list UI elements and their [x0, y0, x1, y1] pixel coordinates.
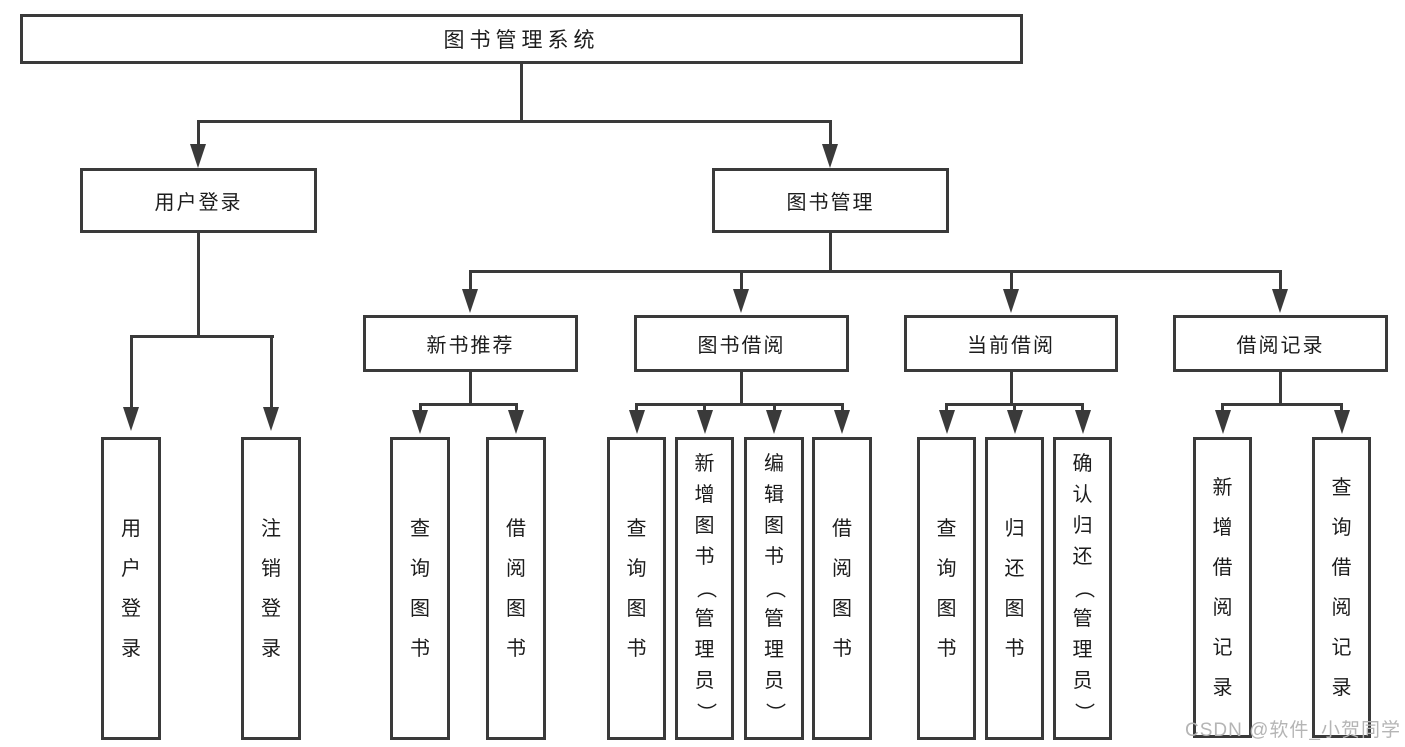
connector-line — [1010, 270, 1013, 290]
connector-line — [635, 403, 638, 414]
leaf-confirm-return-admin-label: 确认归还（管理员） — [1072, 453, 1094, 723]
connector-line — [270, 335, 273, 408]
leaf-return-book: 归还图书 — [985, 437, 1044, 740]
connector-line — [1279, 270, 1282, 290]
connector-line — [130, 335, 133, 408]
arrow-down-icon — [766, 410, 782, 434]
arrow-down-icon — [1075, 410, 1091, 434]
leaf-user-login-label: 用户登录 — [121, 517, 141, 660]
connector-line — [520, 64, 523, 122]
connector-line — [419, 403, 518, 406]
leaf-query-books-current-label: 查询图书 — [936, 517, 957, 660]
node-library-system-label: 图书管理系统 — [443, 29, 600, 52]
connector-line — [469, 270, 472, 290]
leaf-add-borrow-record: 新增借阅记录 — [1193, 437, 1252, 738]
arrow-down-icon — [1334, 410, 1350, 434]
node-borrow-record-label: 借阅记录 — [1236, 335, 1325, 357]
leaf-query-books-borrow: 查询图书 — [607, 437, 666, 740]
arrow-down-icon — [508, 410, 524, 434]
leaf-borrow-books-recommend: 借阅图书 — [486, 437, 546, 740]
node-library-system: 图书管理系统 — [20, 14, 1023, 64]
arrow-down-icon — [834, 410, 850, 434]
connector-line — [469, 270, 1281, 273]
leaf-query-books-current: 查询图书 — [917, 437, 976, 740]
connector-line — [197, 120, 832, 123]
arrow-down-icon — [822, 144, 838, 168]
connector-line — [469, 372, 472, 405]
leaf-query-books-recommend-label: 查询图书 — [410, 517, 430, 660]
connector-line — [740, 372, 743, 405]
connector-line — [945, 403, 948, 414]
connector-line — [1340, 403, 1343, 414]
node-user-login-label: 用户登录 — [154, 192, 243, 214]
leaf-logout: 注销登录 — [241, 437, 301, 740]
arrow-down-icon — [462, 289, 478, 313]
arrow-down-icon — [733, 289, 749, 313]
watermark: CSDN @软件_小贺同学 — [1185, 720, 1401, 741]
connector-line — [740, 270, 743, 290]
connector-line — [1010, 372, 1013, 405]
arrow-down-icon — [629, 410, 645, 434]
connector-line — [773, 403, 776, 414]
node-new-book-recommend-label: 新书推荐 — [426, 335, 515, 357]
connector-line — [1081, 403, 1084, 414]
leaf-user-login: 用户登录 — [101, 437, 161, 740]
leaf-query-borrow-record: 查询借阅记录 — [1312, 437, 1371, 738]
arrow-down-icon — [1003, 289, 1019, 313]
connector-line — [1013, 403, 1016, 414]
node-book-borrow: 图书借阅 — [634, 315, 849, 372]
leaf-query-books-recommend: 查询图书 — [390, 437, 450, 740]
connector-line — [829, 233, 832, 272]
leaf-edit-book-admin-label: 编辑图书（管理员） — [763, 453, 786, 723]
leaf-edit-book-admin: 编辑图书（管理员） — [744, 437, 804, 740]
connector-line — [515, 403, 518, 414]
leaf-query-borrow-record-label: 查询借阅记录 — [1331, 476, 1352, 699]
leaf-add-borrow-record-label: 新增借阅记录 — [1212, 476, 1233, 699]
node-book-management: 图书管理 — [712, 168, 949, 233]
leaf-query-books-borrow-label: 查询图书 — [626, 517, 647, 660]
node-book-borrow-label: 图书借阅 — [697, 335, 786, 357]
connector-line — [829, 120, 832, 146]
leaf-add-book-admin: 新增图书（管理员） — [675, 437, 734, 740]
leaf-return-book-label: 归还图书 — [1004, 517, 1025, 660]
connector-line — [419, 403, 422, 414]
node-new-book-recommend: 新书推荐 — [363, 315, 578, 372]
node-current-borrow: 当前借阅 — [904, 315, 1118, 372]
connector-line — [1279, 372, 1282, 405]
connector-line — [197, 120, 200, 146]
node-book-management-label: 图书管理 — [786, 192, 875, 214]
node-user-login: 用户登录 — [80, 168, 317, 233]
arrow-down-icon — [263, 407, 279, 431]
arrow-down-icon — [697, 410, 713, 434]
arrow-down-icon — [1215, 410, 1231, 434]
arrow-down-icon — [412, 410, 428, 434]
connector-line — [1221, 403, 1343, 406]
leaf-borrow-books-borrow: 借阅图书 — [812, 437, 872, 740]
arrow-down-icon — [1007, 410, 1023, 434]
connector-line — [635, 403, 844, 406]
connector-line — [130, 335, 274, 338]
arrow-down-icon — [939, 410, 955, 434]
arrow-down-icon — [123, 407, 139, 431]
leaf-confirm-return-admin: 确认归还（管理员） — [1053, 437, 1112, 740]
connector-line — [1221, 403, 1224, 414]
leaf-add-book-admin-label: 新增图书（管理员） — [694, 453, 716, 723]
connector-line — [703, 403, 706, 414]
node-current-borrow-label: 当前借阅 — [967, 335, 1055, 357]
leaf-logout-label: 注销登录 — [261, 517, 281, 660]
node-borrow-record: 借阅记录 — [1173, 315, 1388, 372]
arrow-down-icon — [190, 144, 206, 168]
leaf-borrow-books-borrow-label: 借阅图书 — [832, 517, 852, 660]
connector-line — [841, 403, 844, 414]
leaf-borrow-books-recommend-label: 借阅图书 — [506, 517, 526, 660]
arrow-down-icon — [1272, 289, 1288, 313]
connector-line — [197, 233, 200, 335]
